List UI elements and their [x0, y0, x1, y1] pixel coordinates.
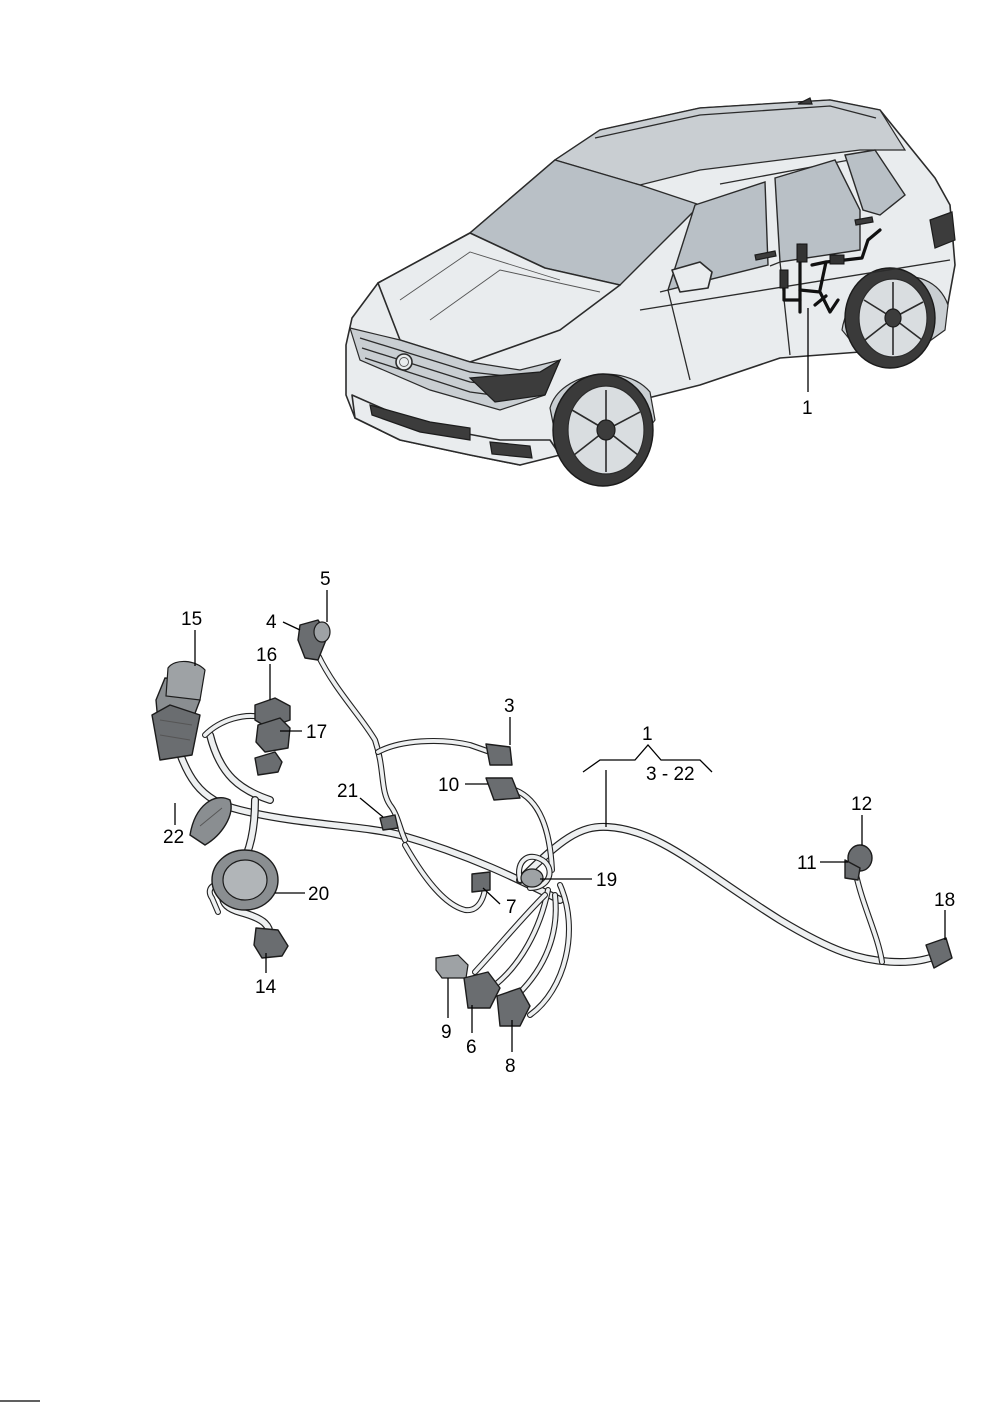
callout-4: 4 [266, 612, 277, 633]
callout-leaders [174, 590, 946, 1052]
callout-14: 14 [255, 977, 277, 998]
callout-21: 21 [337, 781, 358, 802]
callout-9: 9 [441, 1022, 452, 1043]
callout-5: 5 [320, 569, 331, 590]
callout-10: 10 [438, 775, 459, 796]
callout-3-22: 3 - 22 [646, 764, 695, 785]
callout-labels: 15 16 17 5 4 3 10 21 22 20 14 19 7 9 6 8… [163, 569, 955, 1077]
callout-1: 1 [642, 724, 653, 745]
callout-8: 8 [505, 1056, 516, 1077]
callout-22: 22 [163, 827, 184, 848]
callout-6: 6 [466, 1037, 477, 1058]
callout-7: 7 [506, 897, 517, 918]
door-harness-highlight [779, 228, 882, 314]
callout-15: 15 [181, 609, 202, 630]
vehicle-illustration: 1 [345, 97, 956, 487]
callout-16: 16 [256, 645, 277, 666]
callout-20: 20 [308, 884, 329, 905]
callout-17: 17 [306, 722, 327, 743]
callout-19: 19 [596, 870, 617, 891]
callout-12: 12 [851, 794, 872, 815]
car-callout-label: 1 [802, 398, 813, 419]
callout-18: 18 [934, 890, 955, 911]
wiring-harness [151, 619, 953, 1027]
callout-3: 3 [504, 696, 515, 717]
callout-11: 11 [797, 853, 817, 874]
